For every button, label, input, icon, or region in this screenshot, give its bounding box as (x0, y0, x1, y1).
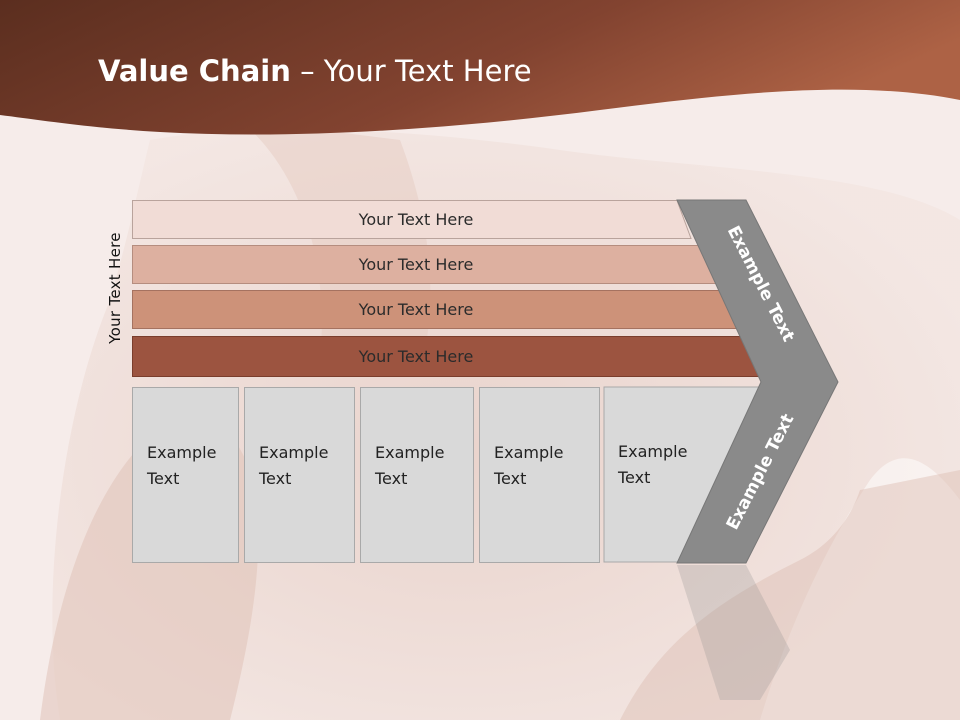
example-column-4: Example Text (479, 387, 600, 563)
column-text: Example Text (259, 443, 329, 488)
column-reflection: Example Text (603, 415, 723, 565)
header-band (0, 0, 960, 135)
column-text: Example Text (375, 443, 445, 488)
value-bar-2: Your Text Here (132, 245, 717, 284)
value-bar-1: Your Text Here (132, 200, 692, 239)
example-column-2: Example Text (244, 387, 355, 563)
column-reflection: Example Text (244, 415, 355, 565)
example-column-3: Example Text (360, 387, 474, 563)
value-bar-label: Your Text Here (358, 210, 474, 229)
value-bar-label: Your Text Here (358, 300, 474, 319)
value-bar-label: Your Text Here (358, 255, 474, 274)
title-bold: Value Chain (98, 54, 291, 88)
column-text: Example Text (618, 442, 688, 487)
column-reflection: Example Text (360, 415, 474, 565)
column-reflection: Example Text (479, 415, 600, 565)
page-title: Value Chain – Your Text Here (98, 54, 532, 88)
title-rest: – Your Text Here (290, 54, 532, 88)
value-bar-label: Your Text Here (358, 347, 474, 366)
column-reflection: Example Text (132, 415, 239, 565)
column-text: Example Text (147, 443, 217, 488)
value-bar-3: Your Text Here (132, 290, 740, 329)
column-text: Example Text (494, 443, 564, 488)
example-column-1: Example Text (132, 387, 239, 563)
